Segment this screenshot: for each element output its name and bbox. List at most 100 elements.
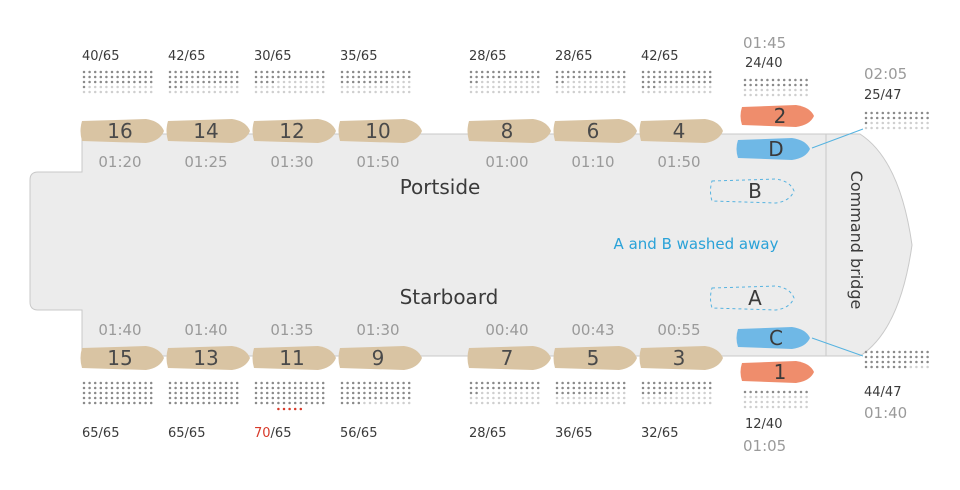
passenger-dot <box>697 70 701 74</box>
passenger-dot <box>121 85 125 89</box>
passenger-dot <box>168 401 172 405</box>
passenger-dot <box>219 85 222 89</box>
passenger-dot <box>486 80 490 84</box>
passenger-dot <box>185 396 189 400</box>
passenger-dot <box>379 70 383 74</box>
passenger-dot <box>346 85 349 89</box>
passenger-dot <box>116 381 119 385</box>
occupancy-dots <box>469 381 540 405</box>
passenger-dot <box>583 75 587 79</box>
passenger-dot <box>127 401 131 405</box>
passenger-dot <box>293 85 297 89</box>
occupancy-dots <box>743 78 808 97</box>
passenger-dot <box>697 391 701 395</box>
passenger-dot <box>179 85 183 89</box>
passenger-dot <box>407 90 411 94</box>
passenger-dot <box>622 85 626 89</box>
passenger-dot <box>138 386 142 390</box>
passenger-dot <box>110 401 114 405</box>
passenger-dot <box>561 401 564 405</box>
passenger-dot <box>138 396 142 400</box>
passenger-dot <box>88 386 91 390</box>
passenger-dot <box>469 401 473 405</box>
passenger-dot <box>754 400 758 404</box>
passenger-dot <box>606 386 609 390</box>
passenger-dot <box>669 401 673 405</box>
passenger-dot <box>492 80 495 84</box>
passenger-dot <box>903 111 907 115</box>
passenger-dot <box>346 75 349 79</box>
passenger-dot <box>749 390 752 394</box>
passenger-dot <box>379 401 383 405</box>
passenger-dot <box>525 401 529 405</box>
passenger-dot <box>760 405 764 409</box>
passenger-dot <box>606 396 609 400</box>
passenger-dot <box>230 391 233 395</box>
passenger-dot <box>475 391 478 395</box>
passenger-dot <box>600 90 604 94</box>
passenger-dot <box>196 401 200 405</box>
boat-number: 12 <box>279 119 304 143</box>
passenger-dot <box>299 75 303 79</box>
passenger-dot <box>144 396 147 400</box>
passenger-dot <box>202 90 205 94</box>
passenger-dot <box>675 386 678 390</box>
passenger-dot <box>110 90 114 94</box>
passenger-dot <box>864 355 868 359</box>
passenger-dot <box>82 396 86 400</box>
passenger-dot <box>260 75 263 79</box>
boat-number: 5 <box>587 346 600 370</box>
passenger-dot <box>213 70 217 74</box>
lifeboat-B-missing: B <box>710 178 795 204</box>
passenger-dot <box>235 396 239 400</box>
passenger-dot <box>520 396 523 400</box>
passenger-dot <box>385 85 389 89</box>
passenger-dot <box>219 386 222 390</box>
passenger-dot <box>374 70 377 74</box>
passenger-dot <box>771 93 775 97</box>
occupancy-label: 42/65 <box>641 49 678 64</box>
passenger-dot <box>402 85 405 89</box>
passenger-dot <box>254 381 258 385</box>
passenger-dot <box>926 365 929 369</box>
passenger-dot <box>351 75 355 79</box>
passenger-dot <box>288 391 291 395</box>
passenger-dot <box>88 85 91 89</box>
passenger-dot <box>149 381 153 385</box>
passenger-dot <box>497 80 501 84</box>
boat-number: 6 <box>587 119 600 143</box>
passenger-dot <box>475 85 478 89</box>
passenger-dot <box>260 401 263 405</box>
passenger-dot <box>617 381 620 385</box>
passenger-dot <box>265 70 269 74</box>
passenger-dot <box>230 70 233 74</box>
passenger-dot <box>641 386 645 390</box>
passenger-dot <box>93 85 97 89</box>
passenger-dot <box>213 381 217 385</box>
passenger-dot <box>121 90 125 94</box>
passenger-dot <box>469 85 473 89</box>
passenger-dot <box>299 381 303 385</box>
passenger-dot <box>277 396 280 400</box>
passenger-dot <box>492 70 495 74</box>
passenger-dot <box>692 80 695 84</box>
passenger-dot <box>127 396 131 400</box>
